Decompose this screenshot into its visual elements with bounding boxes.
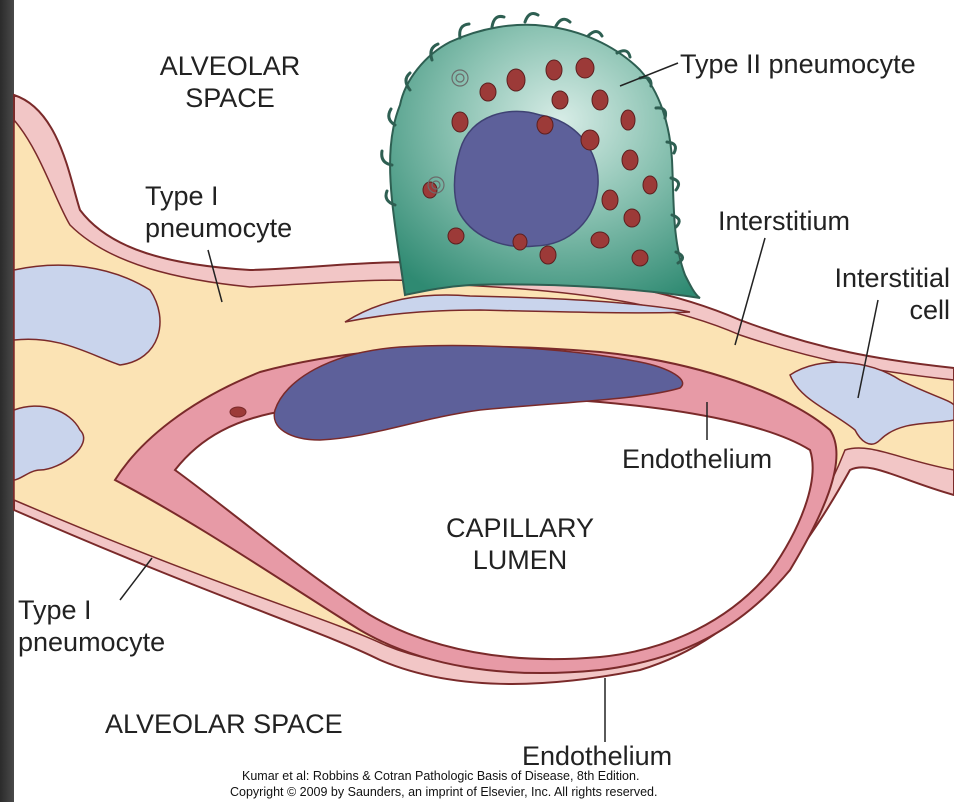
interstitial-cell-label: Interstitial cell xyxy=(790,262,950,326)
interstitial-cell-line2: cell xyxy=(790,294,950,326)
type1-top-line2: pneumocyte xyxy=(145,212,292,244)
type1-bottom-line1: Type I xyxy=(18,594,165,626)
alveolar-space-top-line1: ALVEOLAR xyxy=(140,50,320,82)
junction-cell xyxy=(230,407,246,417)
credit-line2: Copyright © 2009 by Saunders, an imprint… xyxy=(230,784,750,800)
type1-bottom-line2: pneumocyte xyxy=(18,626,165,658)
endothelium-right-label: Endothelium xyxy=(622,443,772,475)
capillary-lumen-label: CAPILLARY LUMEN xyxy=(420,512,620,576)
copyright-credit: Kumar et al: Robbins & Cotran Pathologic… xyxy=(230,768,750,800)
capillary-line2: LUMEN xyxy=(420,544,620,576)
type2-pneumocyte-label: Type II pneumocyte xyxy=(680,48,916,80)
type2-nucleus xyxy=(454,111,598,246)
type1-top-line1: Type I xyxy=(145,180,292,212)
credit-line1: Kumar et al: Robbins & Cotran Pathologic… xyxy=(230,768,750,784)
alveolar-space-top-label: ALVEOLAR SPACE xyxy=(140,50,320,114)
interstitial-cell-line1: Interstitial xyxy=(790,262,950,294)
interstitium-label: Interstitium xyxy=(718,205,850,237)
capillary-line1: CAPILLARY xyxy=(420,512,620,544)
type1-bottom-label: Type I pneumocyte xyxy=(18,594,165,658)
alveolar-space-bottom-label: ALVEOLAR SPACE xyxy=(105,708,343,740)
type1-top-label: Type I pneumocyte xyxy=(145,180,292,244)
alveolar-space-top-line2: SPACE xyxy=(140,82,320,114)
